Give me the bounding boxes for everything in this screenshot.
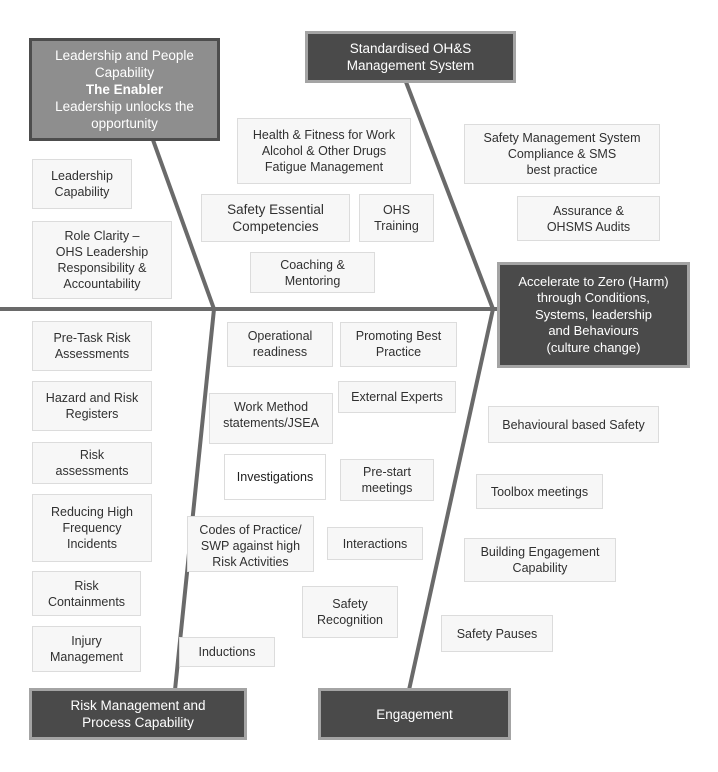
item-role-clarity: Role Clarity – OHS Leadership Responsibi… bbox=[32, 221, 172, 299]
item-assurance: Assurance & OHSMS Audits bbox=[517, 196, 660, 241]
header-leadership-line2: The Enabler bbox=[85, 82, 164, 97]
header-risk: Risk Management and Process Capability bbox=[29, 688, 247, 740]
header-engagement: Engagement bbox=[318, 688, 511, 740]
item-operational-readiness: Operational readiness bbox=[227, 322, 333, 367]
item-toolbox: Toolbox meetings bbox=[476, 474, 603, 509]
item-injury-management: Injury Management bbox=[32, 626, 141, 672]
bone-standardised bbox=[404, 81, 495, 310]
item-reducing-hfi: Reducing High Frequency Incidents bbox=[32, 494, 152, 562]
item-investigations: Investigations bbox=[224, 454, 326, 500]
item-promoting-best: Promoting Best Practice bbox=[340, 322, 457, 367]
item-prestart: Pre-start meetings bbox=[340, 459, 434, 501]
header-leadership: Leadership and People Capability The Ena… bbox=[29, 38, 220, 141]
item-interactions: Interactions bbox=[327, 527, 423, 560]
item-sms-compliance: Safety Management System Compliance & SM… bbox=[464, 124, 660, 184]
item-coaching: Coaching & Mentoring bbox=[250, 252, 375, 293]
item-ohs-training: OHS Training bbox=[359, 194, 434, 242]
item-health-fitness: Health & Fitness for Work Alcohol & Othe… bbox=[237, 118, 411, 184]
item-safety-competencies: Safety Essential Competencies bbox=[201, 194, 350, 242]
item-safety-pauses: Safety Pauses bbox=[441, 615, 553, 652]
item-codes-of-practice: Codes of Practice/ SWP against high Risk… bbox=[187, 516, 314, 572]
header-accelerate: Accelerate to Zero (Harm) through Condit… bbox=[497, 262, 690, 368]
item-leadership-capability: Leadership Capability bbox=[32, 159, 132, 209]
bone-engagement bbox=[407, 308, 495, 691]
header-standardised: Standardised OH&S Management System bbox=[305, 31, 516, 83]
item-pretask: Pre-Task Risk Assessments bbox=[32, 321, 152, 371]
item-inductions: Inductions bbox=[179, 637, 275, 667]
header-leadership-line3: Leadership unlocks the opportunity bbox=[55, 99, 194, 131]
item-building-engagement: Building Engagement Capability bbox=[464, 538, 616, 582]
item-work-method: Work Method statements/JSEA bbox=[209, 393, 333, 444]
item-safety-recognition: Safety Recognition bbox=[302, 586, 398, 638]
item-behavioural-safety: Behavioural based Safety bbox=[488, 406, 659, 443]
header-leadership-line1: Leadership and People Capability bbox=[55, 48, 194, 80]
item-risk-assessments: Risk assessments bbox=[32, 442, 152, 484]
bone-risk bbox=[173, 308, 216, 691]
bone-leadership bbox=[151, 139, 216, 310]
item-hazard-registers: Hazard and Risk Registers bbox=[32, 381, 152, 431]
item-external-experts: External Experts bbox=[338, 381, 456, 413]
item-risk-containments: Risk Containments bbox=[32, 571, 141, 616]
